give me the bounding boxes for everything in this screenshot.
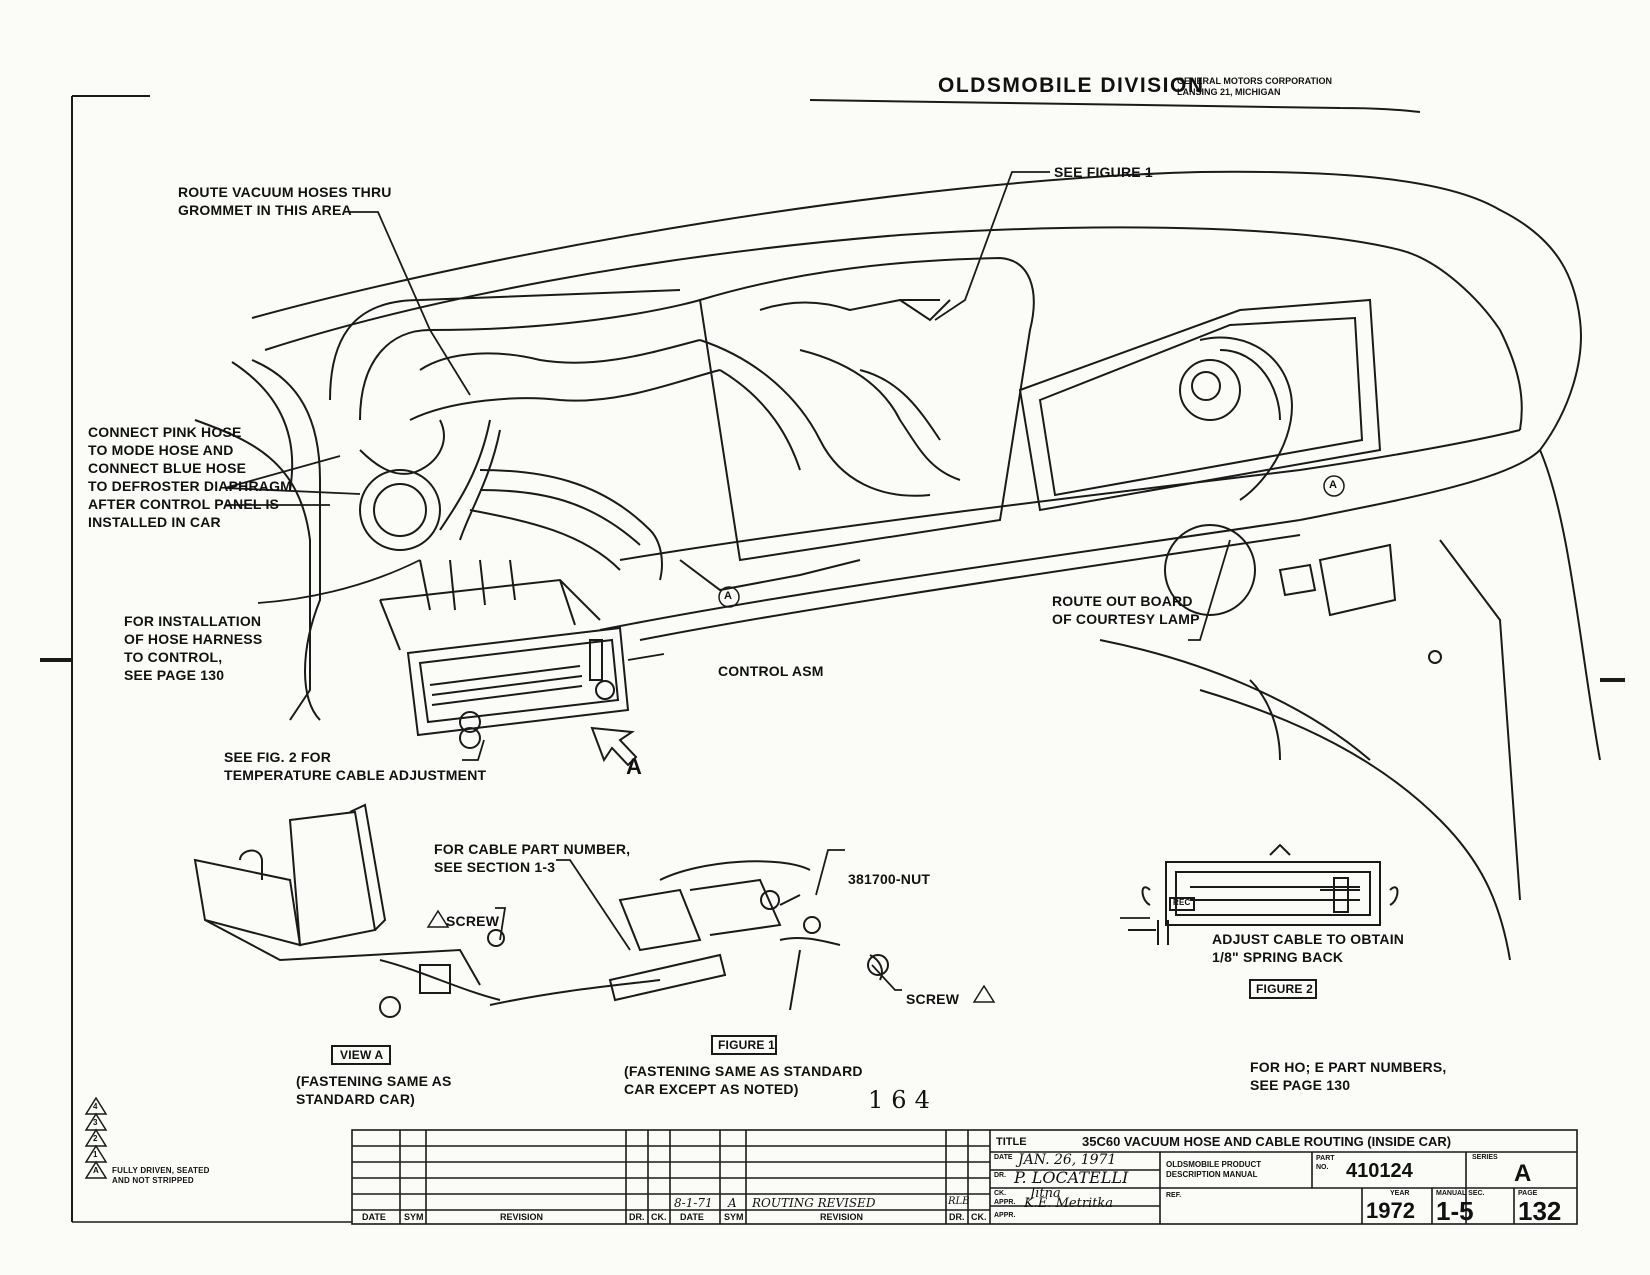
view-a-note: (FASTENING SAME AS STANDARD CAR) [296,1073,452,1107]
view-a-arrow-label: A [626,754,643,779]
circled-a-label-left: A [724,590,733,602]
callout-see-fig-2: SEE FIG. 2 FOR TEMPERATURE CABLE ADJUSTM… [224,749,487,783]
callout-connect-pink-hose: CONNECT PINK HOSE TO MODE HOSE AND CONNE… [88,424,293,530]
checker-label: CK. [994,1190,1007,1197]
division-title: OLDSMOBILE DIVISION [938,74,1205,97]
figure-2-tag: REC [1173,898,1191,907]
figure2-box-frame [1249,979,1317,999]
view-a-drawing [193,803,661,1018]
drawing-title: 35C60 VACUUM HOSE AND CABLE ROUTING (INS… [1082,1134,1452,1149]
callout-screw-right: SCREW [906,991,960,1007]
rev-header-dr-2: DR. [949,1212,965,1222]
part-no-label: PART NO. [1316,1155,1335,1171]
approver-name: K.E. Metritka [1024,1196,1114,1211]
callout-screw-left: SCREW [446,913,500,929]
view-a-box-frame [331,1045,391,1065]
corporation-subtitle: GENERAL MOTORS CORPORATION LANSING 21, M… [1177,76,1333,97]
callout-cable-part-number: FOR CABLE PART NUMBER, SEE SECTION 1-3 [434,841,631,875]
leader-lines [224,171,1231,991]
drafter-label: DR. [994,1172,1007,1179]
callout-nut: 381700-NUT [848,871,931,887]
series-label: SERIES [1472,1154,1498,1161]
figure-2-box: FIGURE 2 [1256,982,1313,996]
approver-label: APPR. [994,1199,1016,1206]
note-triangle-3: 3 [93,1118,98,1127]
callout-hose-harness-installation: FOR INSTALLATION OF HOSE HARNESS TO CONT… [124,613,263,683]
year-value: 1972 [1366,1198,1415,1223]
note-triangle-a: A [93,1166,99,1175]
title-label: TITLE [996,1136,1027,1148]
rev-header-date-2: DATE [680,1212,704,1222]
rev-header-date: DATE [362,1212,386,1222]
date-label: DATE [994,1154,1013,1161]
figure-1-box: FIGURE 1 [718,1038,775,1052]
callout-see-figure-1: SEE FIGURE 1 [1054,164,1153,180]
rev-header-dr: DR. [629,1212,645,1222]
note-triangle-1: 1 [93,1150,98,1159]
figure-1-drawing [608,860,889,1011]
page-value: 132 [1518,1196,1562,1226]
control-assembly [379,559,630,749]
rev-header-revision-2: REVISION [820,1212,864,1222]
rev-header-ck-2: CK. [971,1212,987,1222]
note-triangles [84,909,996,1179]
rev-entry-date: 8-1-71 [674,1196,713,1210]
callout-route-vacuum: ROUTE VACUUM HOSES THRU GROMMET IN THIS … [178,184,392,218]
page-label: PAGE [1518,1190,1538,1197]
rev-header-sym: SYM [404,1212,424,1222]
vacuum-hoses [359,299,1293,592]
circled-a-label-right: A [1329,479,1338,491]
manual-sec-label: MANUAL SEC. [1436,1190,1485,1197]
year-label: YEAR [1390,1190,1410,1197]
checker-name: Jitna [1030,1186,1061,1201]
figure1-box-frame [711,1035,777,1055]
callout-adjust-cable: ADJUST CABLE TO OBTAIN 1/8" SPRING BACK [1212,931,1405,965]
ref-label: REF. [1166,1192,1182,1199]
callout-route-out-board: ROUTE OUT BOARD OF COURTESY LAMP [1052,593,1200,627]
callout-control-asm: CONTROL ASM [718,663,824,679]
approver-2-label: APPR. [994,1212,1016,1219]
circled-a-markers [718,475,1345,608]
drafter-name: P. LOCATELLI [1014,1168,1129,1187]
part-number: 410124 [1346,1160,1413,1182]
view-a-arrow [590,726,638,767]
instrument-panel-outline [194,170,1601,961]
rev-header-revision: REVISION [500,1212,544,1222]
view-a-box: VIEW A [340,1048,384,1062]
rev-header-sym-2: SYM [724,1212,744,1222]
series-value: A [1514,1160,1532,1187]
rev-header-ck: CK. [651,1212,667,1222]
rev-entry-sym: A [728,1196,737,1210]
drawing-date: JAN. 26, 1971 [1018,1152,1117,1168]
figure-2-drawing [1128,843,1399,945]
page-number: 1 6 4 [868,1086,931,1114]
product-manual-label: OLDSMOBILE PRODUCT DESCRIPTION MANUAL [1166,1160,1262,1179]
note-triangle-4: 4 [93,1102,98,1111]
title-block-lines [72,1129,1578,1225]
figure-1-note: (FASTENING SAME AS STANDARD CAR EXCEPT A… [624,1063,863,1097]
manual-sec-value: 1-5 [1436,1196,1474,1226]
callout-hose-part-numbers: FOR HO; E PART NUMBERS, SEE PAGE 130 [1250,1059,1447,1093]
note-triangle-2: 2 [93,1134,98,1143]
note-text: FULLY DRIVEN, SEATED AND NOT STRIPPED [112,1166,210,1185]
rev-entry-dr: RLB [948,1196,970,1207]
rev-entry-revision: ROUTING REVISED [752,1196,876,1210]
